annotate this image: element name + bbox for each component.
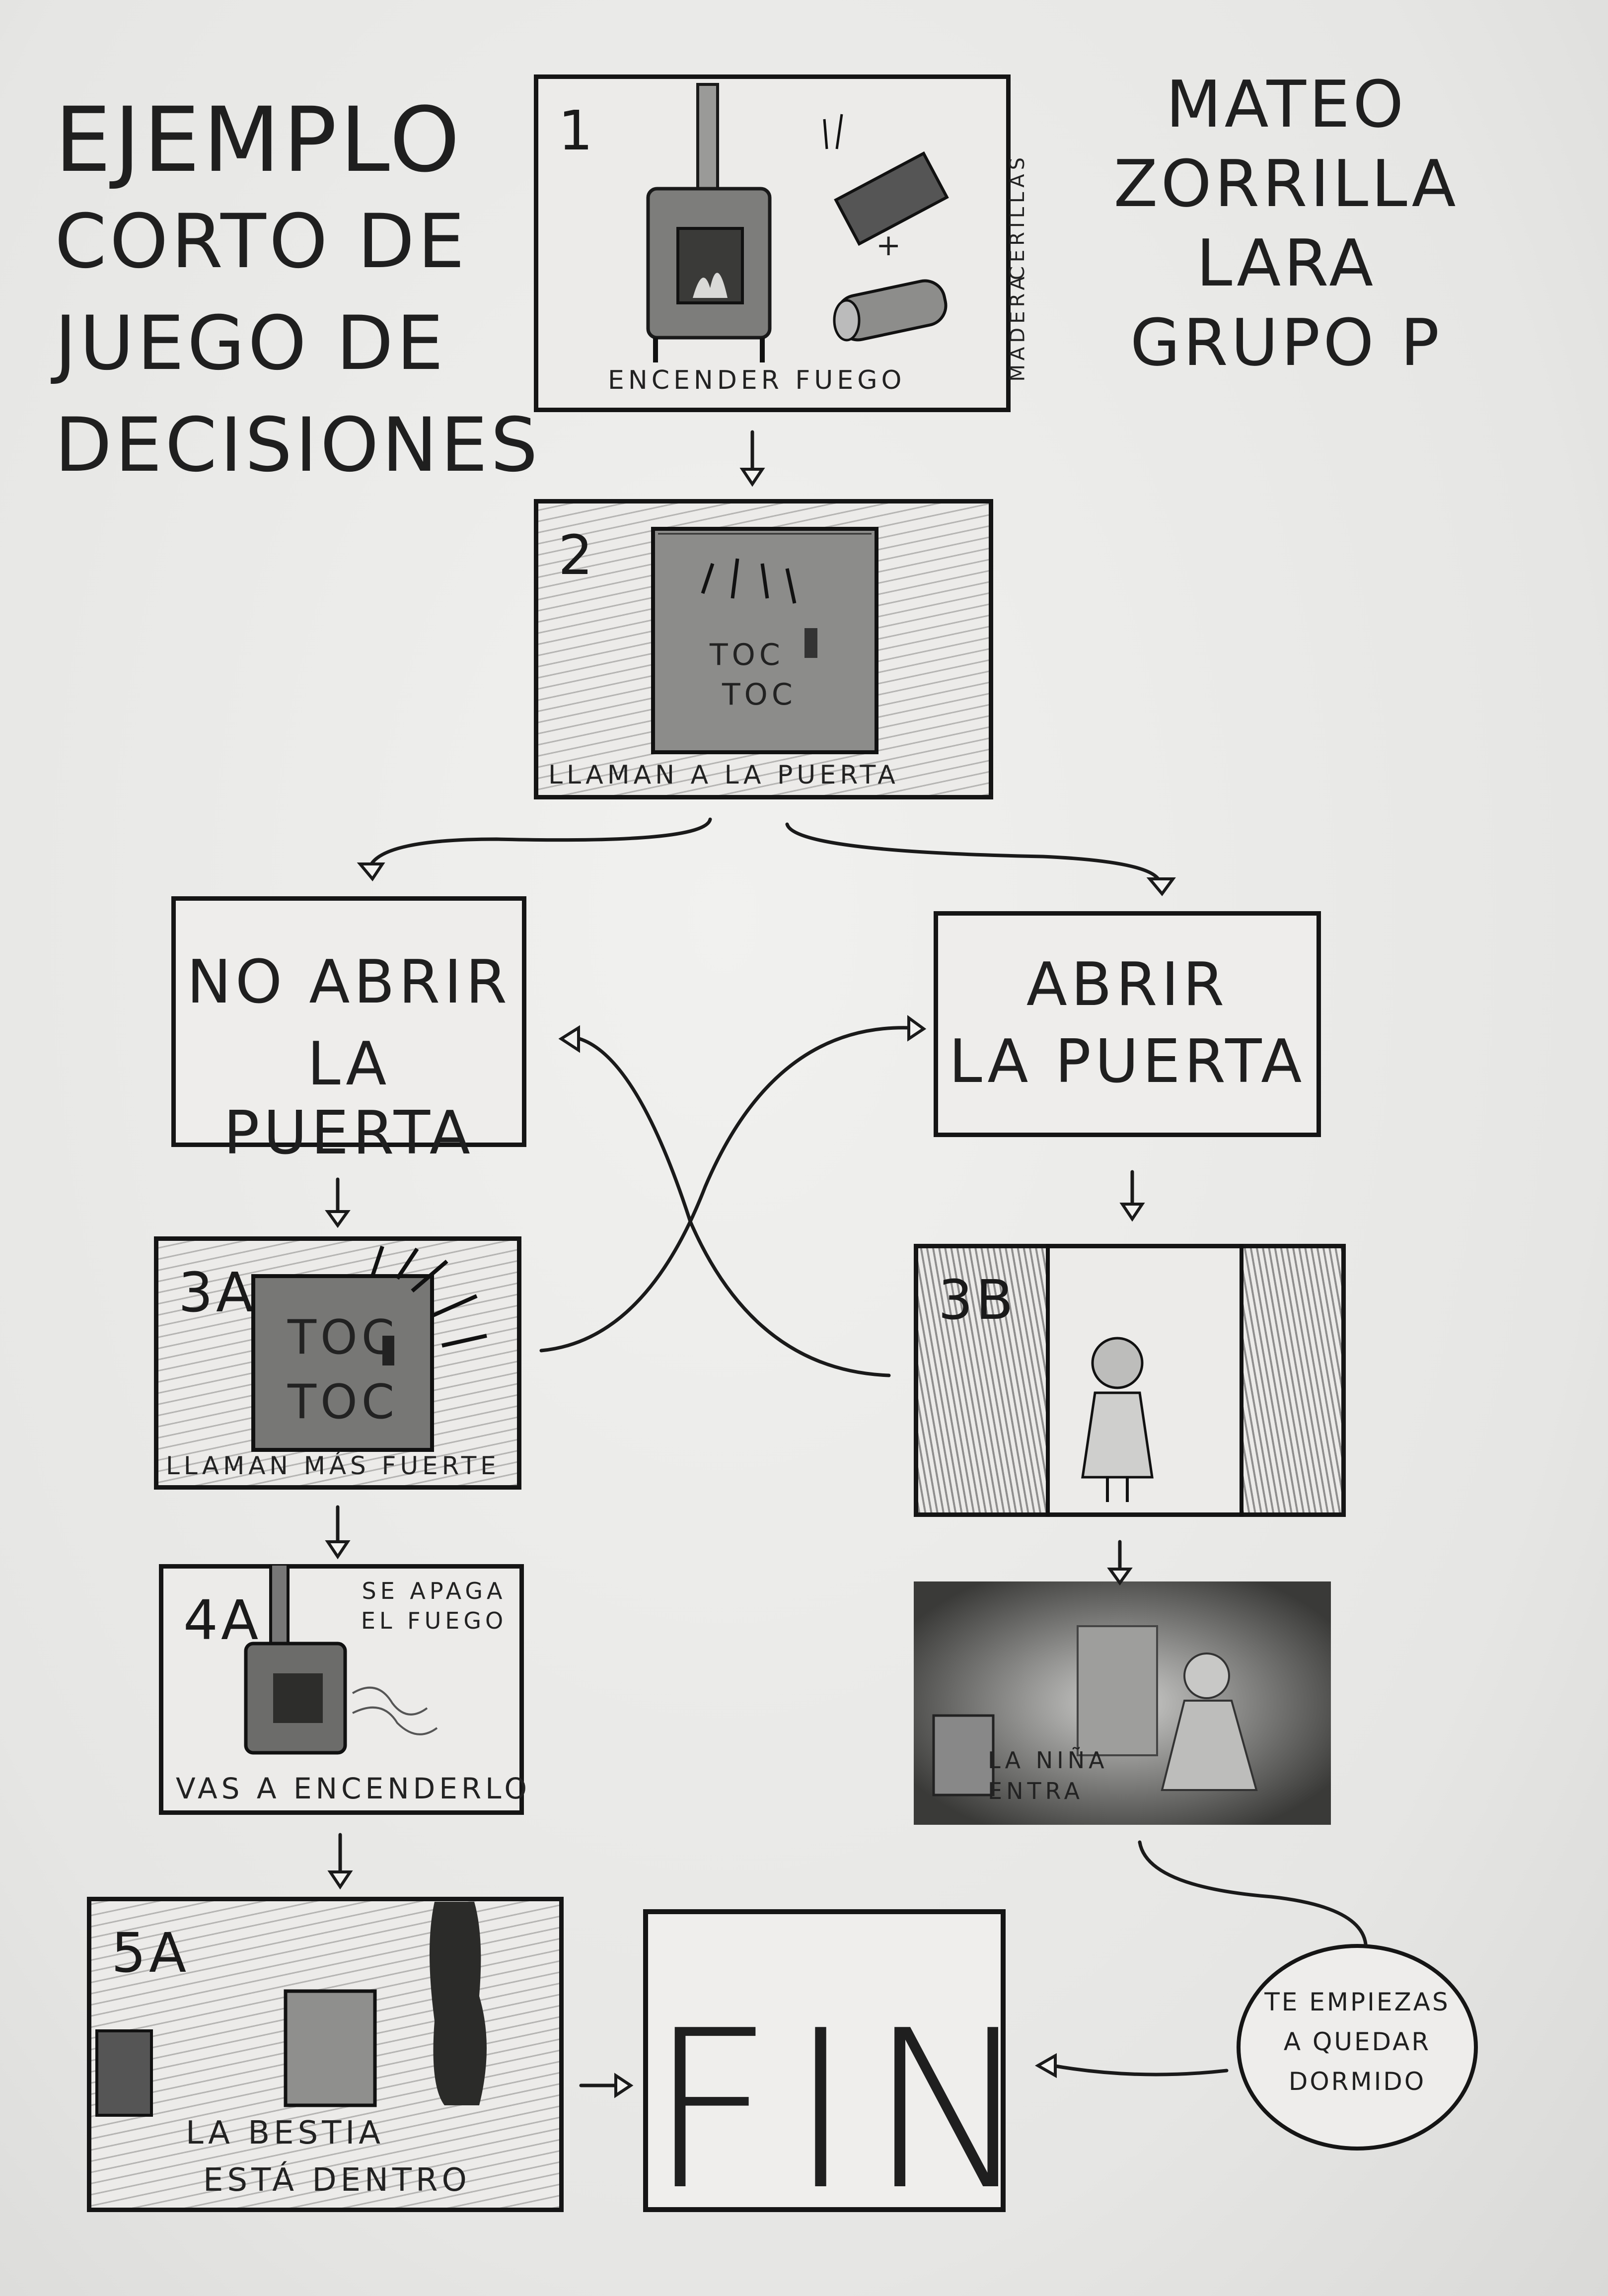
arrowhead xyxy=(1107,1568,1133,1586)
choice-label-line: ABRIR xyxy=(1026,950,1229,1019)
panel-caption: VAS A ENCENDERLO xyxy=(176,1772,531,1805)
choice-dont-open-door: NO ABRIR LA PUERTA xyxy=(171,896,526,1168)
door-drawing xyxy=(251,1245,487,1452)
knock-sound: TOC xyxy=(288,1310,399,1365)
stove-drawing xyxy=(646,83,949,362)
beast-drawing xyxy=(95,1902,487,2117)
ending-bubble: TE EMPIEZAS A QUEDAR DORMIDO xyxy=(1237,1944,1478,2151)
panel-number: 5A xyxy=(111,1921,190,1985)
room-drawing xyxy=(914,1581,1331,1825)
panel-caption-top: SE APAGA EL FUEGO xyxy=(361,1578,508,1634)
panel-caption: LLAMAN A LA PUERTA xyxy=(548,760,899,790)
arrowhead xyxy=(327,1870,353,1890)
diagram-title: EJEMPLO CORTO DE JUEGO DE DECISIONES xyxy=(55,88,541,497)
title-line: EJEMPLO xyxy=(55,88,463,192)
arrow-3a-to-abrir xyxy=(539,1026,913,1353)
author-line: ZORRILLA xyxy=(1113,146,1459,221)
girl-drawing xyxy=(1046,1244,1243,1517)
panel-2-knock: 2 TOC TOC LLAMAN A LA PUERTA xyxy=(534,499,993,799)
panel-number: 3B xyxy=(938,1268,1017,1332)
panel-4a-fire-goes-out: 4A SE APAGA EL FUEGO VAS A ENCENDERLO xyxy=(159,1564,527,1815)
end-box: FIN xyxy=(643,1909,1031,2238)
door-frame-right xyxy=(1242,1248,1341,1512)
door-drawing xyxy=(651,527,878,754)
arrow-2-to-abrir xyxy=(785,822,1162,883)
knock-sound: TOC xyxy=(288,1375,399,1430)
choice-label-line: NO ABRIR xyxy=(187,948,511,1017)
choice-open-door: ABRIR LA PUERTA xyxy=(934,911,1321,1137)
author-line: GRUPO P xyxy=(1130,305,1443,380)
bubble-line: TE EMPIEZAS xyxy=(1264,1988,1450,2016)
panel-caption: LA BESTIA xyxy=(186,2115,384,2152)
arrowhead xyxy=(325,1210,351,1228)
author-block: MATEO ZORRILLA LARA GRUPO P xyxy=(1112,65,1460,382)
panel-3b-girl-at-door: 3B xyxy=(914,1244,1346,1517)
arrow-3b-to-no-abrir xyxy=(574,1036,891,1377)
door-frame-left xyxy=(918,1248,1050,1512)
arrowhead xyxy=(325,1540,351,1560)
arrow-2-to-no-abrir xyxy=(368,817,712,868)
stove-drawing xyxy=(244,1564,438,1755)
panel-caption: ESTÁ DENTRO xyxy=(203,2162,471,2199)
title-line: DECISIONES xyxy=(55,402,541,489)
panel-5a-beast-inside: 5A LA BESTIA ESTÁ DENTRO xyxy=(87,1897,564,2212)
arrow-4b-to-bubble xyxy=(1138,1840,1368,1946)
end-label: FIN xyxy=(648,1984,1046,2238)
arrowhead xyxy=(558,1025,580,1053)
panel-3a-louder-knock: 3A TOC TOC LLAMAN MÁS FUERTE xyxy=(154,1236,521,1490)
wood-log-icon xyxy=(833,279,948,342)
arrowhead xyxy=(357,862,385,882)
panel-caption: LLAMAN MÁS FUERTE xyxy=(166,1451,500,1480)
matchbox-icon xyxy=(823,114,949,246)
panel-4b-girl-enters: LA NIÑA ENTRA xyxy=(914,1581,1331,1825)
arrowhead xyxy=(739,468,765,487)
choice-label-line: LA PUERTA xyxy=(949,1027,1306,1096)
panel-number: 3A xyxy=(178,1261,257,1324)
arrowhead xyxy=(1034,2053,1057,2079)
panel-number: 4A xyxy=(183,1588,262,1652)
title-line: JUEGO DE xyxy=(55,300,447,387)
panel-caption: ENCENDER FUEGO xyxy=(608,365,906,395)
title-line: CORTO DE xyxy=(55,199,468,285)
arrowhead xyxy=(1119,1203,1145,1222)
panel-1-light-fire: 1 CERILLAS + MADERA ENCENDER FUEGO xyxy=(534,74,1029,412)
arrow-bubble-to-fin xyxy=(1051,2064,1229,2077)
bubble-line: DORMIDO xyxy=(1288,2067,1426,2096)
arrowhead xyxy=(614,2073,634,2098)
plus-sign: + xyxy=(876,228,905,263)
choice-label-line: LA PUERTA xyxy=(223,1030,474,1168)
knock-sound: TOC xyxy=(722,677,797,712)
author-line: MATEO xyxy=(1166,67,1407,142)
arrowhead xyxy=(1146,877,1176,896)
knock-sound: TOC xyxy=(710,638,784,672)
author-line: LARA xyxy=(1196,225,1377,301)
bubble-line: A QUEDAR xyxy=(1283,2027,1431,2056)
arrowhead xyxy=(907,1015,927,1042)
panel-number: 2 xyxy=(558,523,596,587)
panel-caption: LA NIÑA ENTRA xyxy=(988,1747,1108,1804)
panel-number: 1 xyxy=(558,99,596,162)
